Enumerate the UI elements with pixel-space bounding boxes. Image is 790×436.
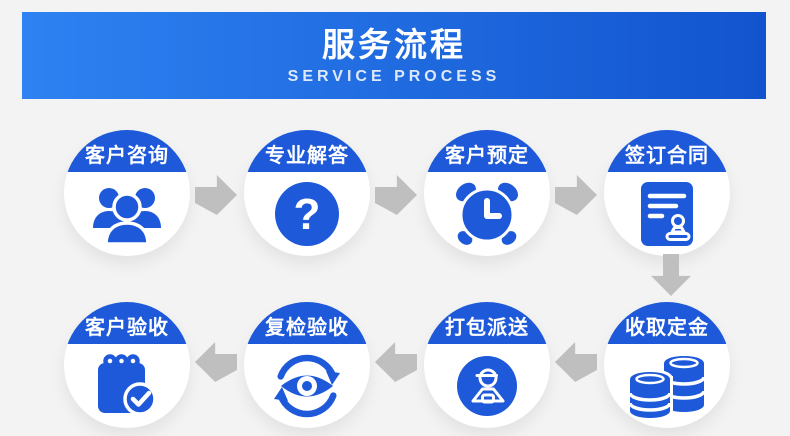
step-professional-answer: 专业解答 ? <box>244 130 370 256</box>
svg-text:?: ? <box>294 190 321 239</box>
step-label-banner: 复检验收 <box>244 302 370 344</box>
flow-arrow-down-icon <box>651 254 691 296</box>
people-group-icon <box>64 172 190 256</box>
page-subtitle: SERVICE PROCESS <box>287 67 501 85</box>
step-pack-and-deliver: 打包派送 <box>424 302 550 428</box>
step-label: 复检验收 <box>265 317 349 339</box>
step-customer-consultation: 客户咨询 <box>64 130 190 256</box>
flow-arrow-left-icon <box>555 342 597 382</box>
checklist-check-icon <box>64 344 190 428</box>
step-sign-contract: 签订合同 <box>604 130 730 256</box>
step-label: 客户验收 <box>85 317 169 339</box>
page-title: 服务流程 <box>322 25 466 63</box>
step-customer-reservation: 客户预定 <box>424 130 550 256</box>
header-banner: 服务流程 SERVICE PROCESS <box>22 12 766 99</box>
alarm-clock-icon <box>424 172 550 256</box>
step-label: 收取定金 <box>625 317 709 339</box>
step-label: 客户预定 <box>445 145 529 167</box>
step-label-banner: 专业解答 <box>244 130 370 172</box>
step-label-banner: 客户验收 <box>64 302 190 344</box>
step-customer-acceptance: 客户验收 <box>64 302 190 428</box>
flow-arrow-left-icon <box>375 342 417 382</box>
flow-arrow-right-icon <box>195 175 237 215</box>
flow-arrow-right-icon <box>555 175 597 215</box>
step-label-banner: 签订合同 <box>604 130 730 172</box>
step-label: 客户咨询 <box>85 145 169 167</box>
step-label: 签订合同 <box>625 145 709 167</box>
coins-icon <box>604 344 730 428</box>
delivery-person-icon <box>424 344 550 428</box>
flow-arrow-right-icon <box>375 175 417 215</box>
step-collect-deposit: 收取定金 <box>604 302 730 428</box>
question-mark-icon: ? <box>244 172 370 256</box>
flow-arrow-left-icon <box>195 342 237 382</box>
step-label: 打包派送 <box>445 317 529 339</box>
inspection-eye-icon <box>244 344 370 428</box>
contract-icon <box>604 172 730 256</box>
step-label: 专业解答 <box>265 145 349 167</box>
step-label-banner: 客户预定 <box>424 130 550 172</box>
step-reinspection-acceptance: 复检验收 <box>244 302 370 428</box>
step-label-banner: 打包派送 <box>424 302 550 344</box>
step-label-banner: 收取定金 <box>604 302 730 344</box>
step-label-banner: 客户咨询 <box>64 130 190 172</box>
